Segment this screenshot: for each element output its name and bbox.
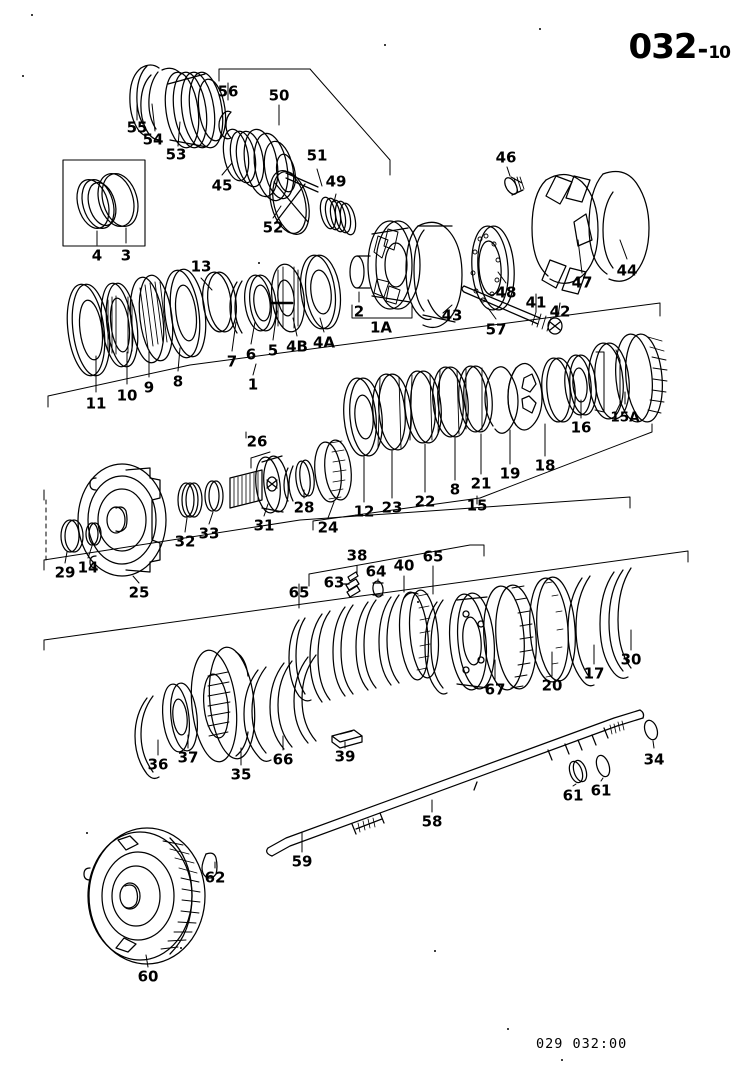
part-callout-58: 58 [421, 812, 443, 831]
part-callout-47: 47 [571, 273, 593, 292]
part-callout-44: 44 [616, 261, 638, 280]
part-callout-37: 37 [177, 748, 199, 767]
part-callout-10: 10 [116, 386, 138, 405]
page-title-number: 032 [628, 27, 698, 67]
part-callout-51: 51 [306, 146, 328, 165]
part-callout-40: 40 [393, 556, 415, 575]
page-title-dash: - [697, 35, 709, 65]
part-callout-63: 63 [323, 573, 345, 592]
part-callout-54: 54 [142, 130, 164, 149]
part-callout-24: 24 [317, 518, 339, 537]
part-callout-15a: 15A [610, 409, 640, 426]
part-callout-56: 56 [217, 82, 239, 101]
part-callout-11: 11 [85, 394, 107, 413]
part-callout-23: 23 [381, 498, 403, 517]
part-callout-62: 62 [204, 868, 226, 887]
part-callout-33: 33 [198, 524, 220, 543]
part-callout-61: 61 [590, 781, 612, 800]
part-callout-45: 45 [211, 176, 233, 195]
part-callout-15: 15 [466, 496, 488, 515]
part-callout-65: 65 [422, 547, 444, 566]
part-callout-1: 1 [247, 375, 259, 394]
part-callout-8: 8 [449, 480, 461, 499]
scan-speck [180, 947, 182, 949]
part-callout-30: 30 [620, 650, 642, 669]
part-callout-25: 25 [128, 583, 150, 602]
part-callout-3: 3 [120, 246, 132, 265]
part-callout-12: 12 [353, 502, 375, 521]
part-callout-13: 13 [190, 257, 212, 276]
part-callout-48: 48 [495, 283, 517, 302]
scan-speck [86, 832, 88, 834]
part-callout-28: 28 [293, 498, 315, 517]
part-callout-32: 32 [174, 532, 196, 551]
part-callout-7: 7 [226, 352, 238, 371]
part-callout-66: 66 [272, 750, 294, 769]
part-callout-60: 60 [137, 967, 159, 986]
part-callout-38: 38 [346, 546, 368, 565]
part-callout-29: 29 [54, 563, 76, 582]
page-title: 032-10 [628, 27, 731, 67]
part-callout-5: 5 [267, 341, 279, 360]
part-callout-46: 46 [495, 148, 517, 167]
part-callout-41: 41 [525, 293, 547, 312]
part-callout-64: 64 [365, 562, 387, 581]
scan-speck [539, 28, 541, 30]
part-callout-20: 20 [541, 676, 563, 695]
part-callout-2: 2 [353, 302, 365, 321]
scan-speck [22, 75, 24, 77]
scan-speck [434, 950, 436, 952]
scan-speck [561, 1059, 563, 1061]
part-callout-16: 16 [570, 418, 592, 437]
part-callout-42: 42 [549, 302, 571, 321]
part-callout-14: 14 [77, 558, 99, 577]
part-callout-59: 59 [291, 852, 313, 871]
part-callout-52: 52 [262, 218, 284, 237]
part-callout-31: 31 [253, 516, 275, 535]
part-callout-57: 57 [485, 320, 507, 339]
part-callout-65: 65 [288, 583, 310, 602]
part-callout-4b: 4B [286, 337, 308, 356]
part-callout-1a: 1A [369, 318, 393, 337]
part-callout-21: 21 [470, 474, 492, 493]
scan-speck [31, 14, 33, 16]
part-callout-8: 8 [172, 372, 184, 391]
part-callout-22: 22 [414, 492, 436, 511]
part-callout-9: 9 [143, 378, 155, 397]
part-callout-19: 19 [499, 464, 521, 483]
part-callout-55: 55 [126, 118, 148, 137]
part-callout-6: 6 [245, 345, 257, 364]
part-callout-4a: 4A [312, 333, 336, 352]
part-callout-26: 26 [246, 432, 268, 451]
part-callout-4: 4 [91, 246, 103, 265]
part-callout-43: 43 [441, 306, 463, 325]
part-callout-39: 39 [334, 747, 356, 766]
scan-speck [258, 262, 260, 264]
part-callout-61: 61 [562, 786, 584, 805]
part-callout-34: 34 [643, 750, 665, 769]
part-callout-18: 18 [534, 456, 556, 475]
scan-speck [507, 1028, 509, 1030]
scan-speck [417, 601, 419, 603]
part-callout-17: 17 [583, 664, 605, 683]
scan-speck [384, 44, 386, 46]
part-callout-35: 35 [230, 765, 252, 784]
page-footer-code: 029 032:00 [536, 1036, 628, 1052]
part-callout-53: 53 [165, 145, 187, 164]
part-callout-49: 49 [325, 172, 347, 191]
part-callout-67: 67 [484, 680, 506, 699]
page-title-suffix: 10 [708, 43, 731, 63]
part-callout-36: 36 [147, 755, 169, 774]
part-callout-50: 50 [268, 86, 290, 105]
